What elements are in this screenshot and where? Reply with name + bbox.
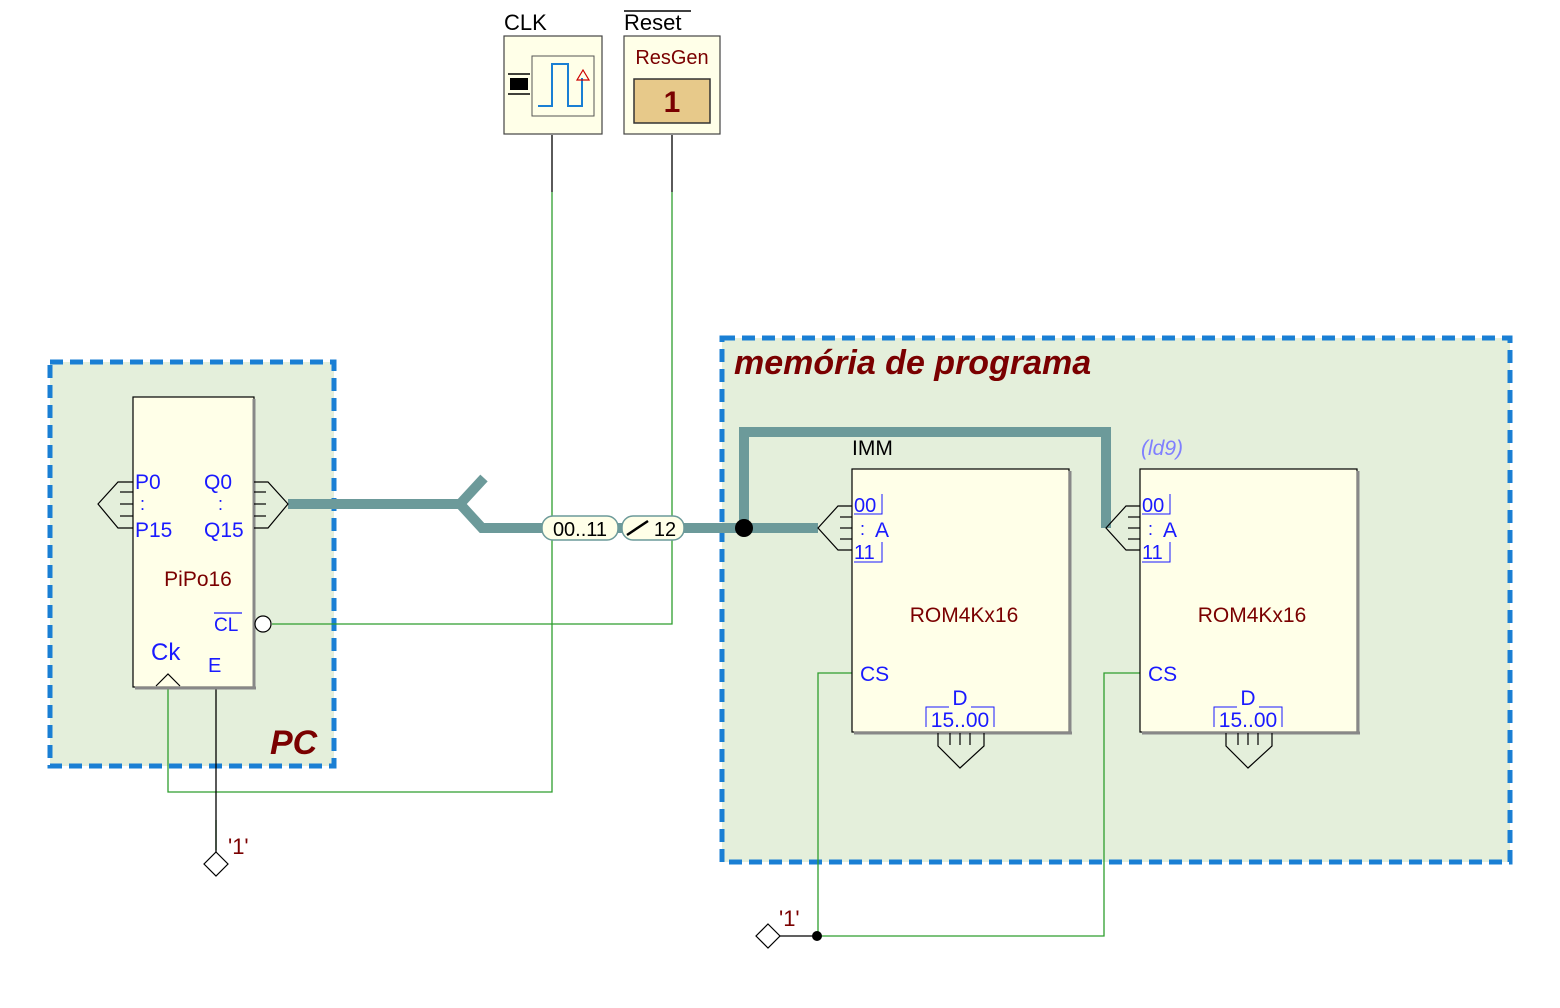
pc-register-name: PiPo16 — [164, 568, 232, 591]
rom-ld9-data-d: D — [1240, 687, 1255, 710]
pin-p0: P0 — [135, 471, 161, 494]
bus-width-label[interactable]: 12 — [621, 515, 685, 541]
memory-group-box[interactable] — [719, 335, 1513, 865]
pc-enable-const-diamond[interactable] — [203, 851, 229, 877]
cl-inversion-bubble — [254, 615, 272, 633]
clock-input-triangle-icon — [155, 673, 181, 687]
pin-cl: CL — [214, 615, 238, 636]
rom-imm-name: ROM4Kx16 — [910, 604, 1019, 627]
pc-enable-const-label: '1' — [228, 834, 249, 859]
memory-group-title: memória de programa — [734, 344, 1091, 382]
cs-const-label: '1' — [779, 906, 800, 931]
svg-text:00..11: 00..11 — [553, 519, 607, 541]
pin-q-dots: : — [218, 494, 223, 514]
rom-imm-addr-dots: : — [860, 519, 865, 539]
resgen-value: 1 — [664, 86, 681, 119]
rom-imm-addr-11: 11 — [854, 542, 875, 564]
rom-ld9-cs: CS — [1148, 663, 1177, 686]
pin-e: E — [208, 655, 221, 677]
bus-junction — [735, 519, 753, 537]
rom-ld9[interactable] — [1139, 468, 1360, 735]
pin-ck: Ck — [151, 639, 181, 666]
pin-q0: Q0 — [204, 471, 232, 494]
cs-junction — [812, 931, 822, 941]
reset-generator[interactable]: ResGen 1 — [623, 35, 721, 135]
reset-wire-green[interactable] — [272, 192, 673, 625]
pc-register[interactable] — [132, 396, 256, 690]
rom-imm-data-d: D — [952, 687, 967, 710]
rom-ld9-addr-dots: : — [1148, 519, 1153, 539]
clock-waveform-icon — [538, 63, 583, 107]
rom-ld9-addr-00: 00 — [1142, 495, 1164, 517]
rom-ld9-data-connector — [1225, 733, 1273, 769]
cs-wire-imm[interactable] — [817, 672, 852, 936]
resgen-name: ResGen — [635, 47, 708, 69]
rom-imm-data-connector — [937, 733, 985, 769]
rom-ld9-name: ROM4Kx16 — [1198, 604, 1307, 627]
rom-ld9-addr-a: A — [1163, 519, 1177, 542]
rom-imm-cs: CS — [860, 663, 889, 686]
cs-wire-ld9[interactable] — [818, 672, 1140, 937]
pc-group-title: PC — [270, 724, 318, 762]
rom-imm[interactable] — [851, 468, 1072, 735]
rom-imm-label: IMM — [852, 437, 893, 460]
rom-imm-addr-00: 00 — [854, 495, 876, 517]
pc-output-connector — [254, 481, 289, 529]
reset-label: Reset — [624, 10, 681, 35]
pc-input-connector — [97, 481, 133, 529]
pin-q15: Q15 — [204, 519, 244, 542]
bus-slice-label[interactable]: 00..11 — [541, 515, 619, 541]
rom-ld9-label: (ld9) — [1141, 437, 1183, 460]
wires — [167, 135, 1140, 937]
rom-imm-data-range: 15..00 — [931, 709, 989, 732]
rom-imm-addr-a: A — [875, 519, 889, 542]
rom-ld9-data-range: 15..00 — [1219, 709, 1277, 732]
rom-imm-addr-connector — [817, 505, 852, 551]
clock-edge-icon — [575, 68, 591, 81]
crystal-icon — [510, 78, 528, 90]
cs-const-diamond[interactable] — [755, 923, 781, 949]
rom-ld9-addr-connector — [1105, 505, 1140, 551]
clk-label: CLK — [504, 10, 547, 35]
clock-generator[interactable] — [503, 35, 603, 135]
clk-wire-green[interactable] — [167, 192, 553, 793]
pin-p15: P15 — [135, 519, 172, 542]
pin-p-dots: : — [140, 494, 145, 514]
rom-ld9-addr-11: 11 — [1142, 542, 1163, 564]
svg-text:12: 12 — [654, 519, 676, 541]
